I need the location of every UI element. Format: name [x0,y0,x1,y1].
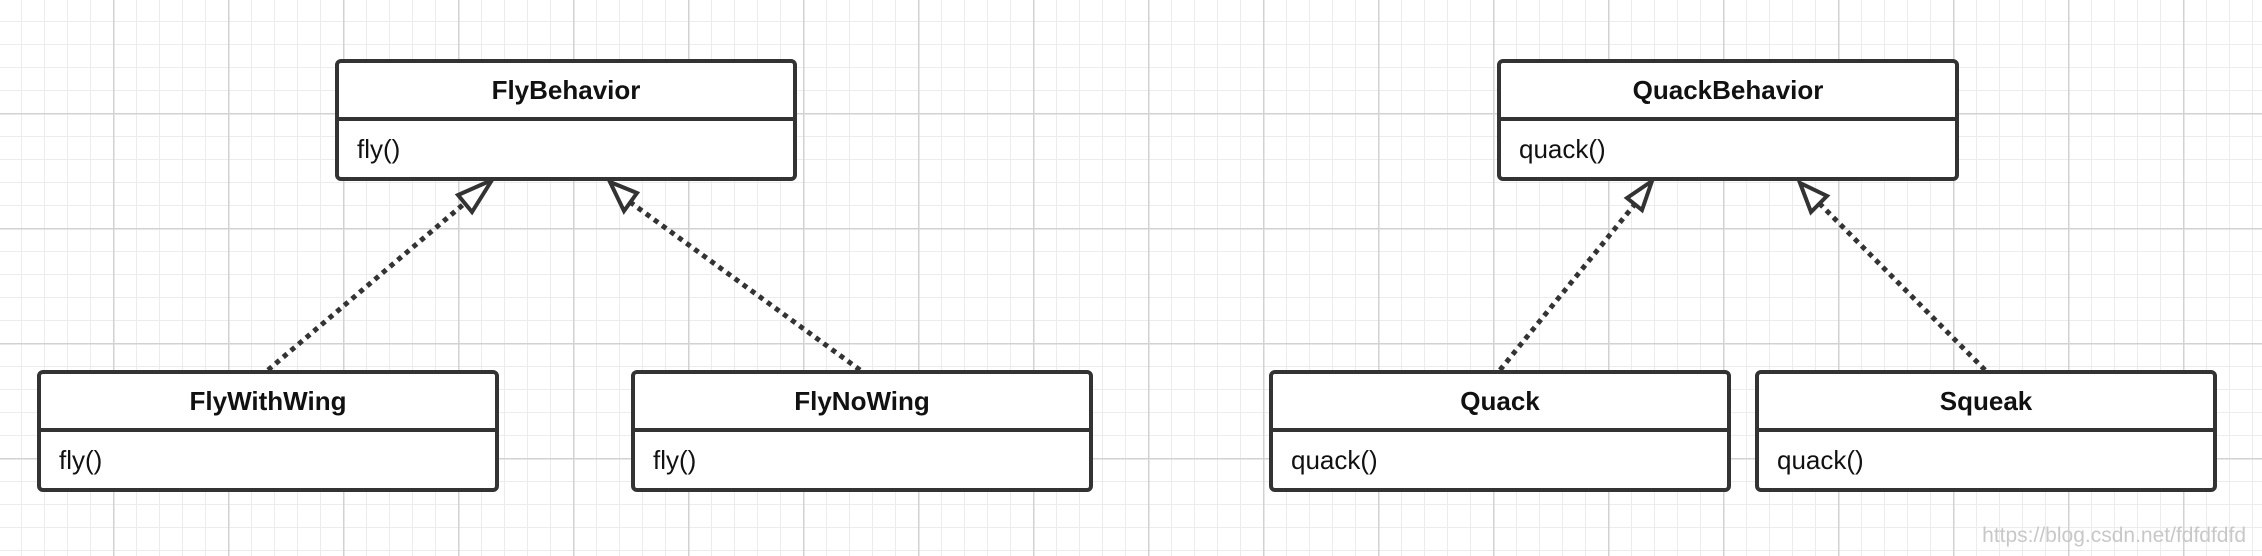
class-fly-with-wing[interactable]: FlyWithWing fly() [37,370,499,492]
class-method: fly() [59,444,103,475]
class-name: QuackBehavior [1501,63,1955,121]
realization-line-flywithwing [266,201,467,372]
class-squeak[interactable]: Squeak quack() [1755,370,2217,492]
realization-line-flynowing [628,199,862,373]
realization-line-squeak [1817,201,1987,372]
class-fly-no-wing[interactable]: FlyNoWing fly() [631,370,1093,492]
class-name: Quack [1273,374,1727,432]
class-method: fly() [653,444,697,475]
class-method: fly() [357,133,401,164]
class-fly-behavior[interactable]: FlyBehavior fly() [335,59,797,181]
class-method: quack() [1291,444,1378,475]
class-quack[interactable]: Quack quack() [1269,370,1731,492]
watermark: https://blog.csdn.net/fdfdfdfd [1982,524,2246,547]
class-name: FlyNoWing [635,374,1089,432]
realization-arrowhead [605,178,641,215]
class-method: quack() [1519,133,1606,164]
realization-arrowhead [1796,179,1831,216]
realization-arrowhead [454,175,498,216]
class-name: FlyWithWing [41,374,495,432]
realization-arrowhead [1623,175,1656,214]
realization-line-quack [1498,202,1637,372]
class-name: Squeak [1759,374,2213,432]
class-method: quack() [1777,444,1864,475]
class-name: FlyBehavior [339,63,793,121]
class-quack-behavior[interactable]: QuackBehavior quack() [1497,59,1959,181]
